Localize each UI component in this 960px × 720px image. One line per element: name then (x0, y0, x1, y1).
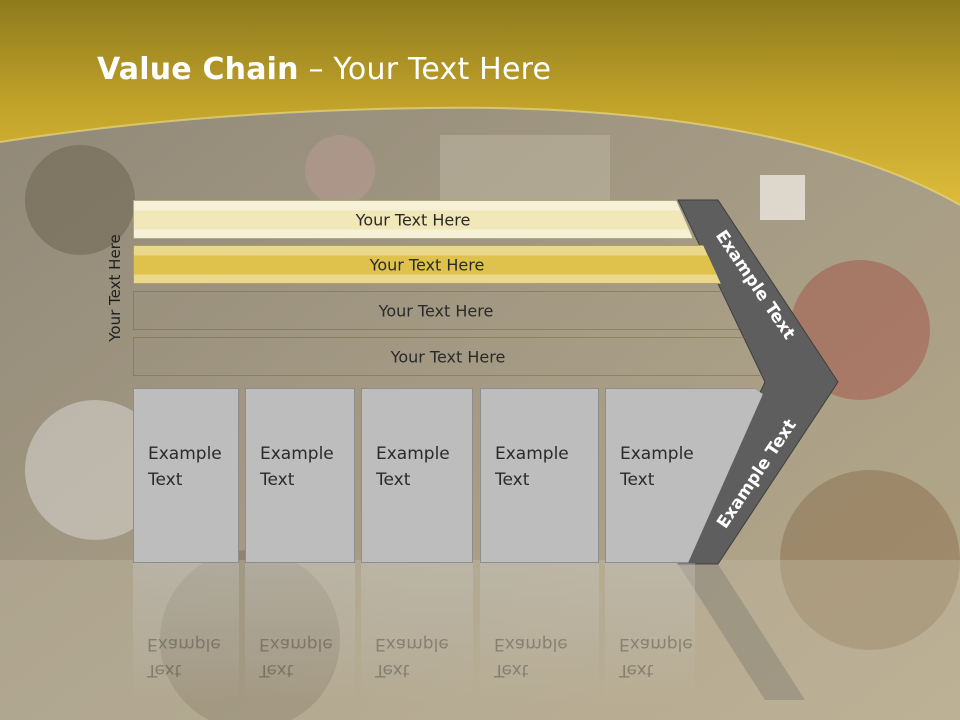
reflection-line2: Text (494, 660, 529, 680)
support-row-4: Your Text Here (133, 337, 763, 376)
box-reflection-3: Text Example (361, 563, 473, 703)
box-reflection-5: Text Example (605, 563, 695, 703)
box-reflection-2: Text Example (245, 563, 355, 703)
support-row-1: Your Text Here (133, 200, 693, 239)
box-reflection-1: Text Example (133, 563, 239, 703)
box-line1: Example (148, 444, 222, 464)
support-row-label: Your Text Here (390, 347, 506, 366)
value-chain-arrow-reflection (678, 564, 805, 700)
reflection-line2: Text (375, 660, 410, 680)
box-line1: Example (620, 444, 694, 464)
box-line2: Text (260, 470, 295, 490)
box-line2: Text (620, 470, 655, 490)
support-row-label: Your Text Here (378, 301, 494, 320)
support-row-3: Your Text Here (133, 291, 739, 330)
box-line1: Example (260, 444, 334, 464)
title-bold: Value Chain (97, 52, 299, 87)
support-row-label: Your Text Here (134, 255, 720, 274)
reflection-line1: Example (147, 634, 221, 654)
reflection-line2: Text (619, 660, 654, 680)
reflection-line1: Example (494, 634, 568, 654)
side-label: Your Text Here (106, 234, 124, 342)
support-row-label: Your Text Here (134, 210, 692, 229)
box-line2: Text (376, 470, 411, 490)
box-reflection-4: Text Example (480, 563, 599, 703)
reflection-line2: Text (147, 660, 182, 680)
value-chain-arrow (677, 199, 839, 565)
reflection-line2: Text (259, 660, 294, 680)
reflection-line1: Example (375, 634, 449, 654)
box-line1: Example (495, 444, 569, 464)
title-rest: – Your Text Here (298, 52, 552, 87)
box-line2: Text (495, 470, 530, 490)
support-row-2: Your Text Here (133, 245, 721, 284)
slide-title: Value Chain – Your Text Here (97, 52, 551, 87)
box-line2: Text (148, 470, 183, 490)
reflection-line1: Example (259, 634, 333, 654)
reflection-line1: Example (619, 634, 693, 654)
box-line1: Example (376, 444, 450, 464)
